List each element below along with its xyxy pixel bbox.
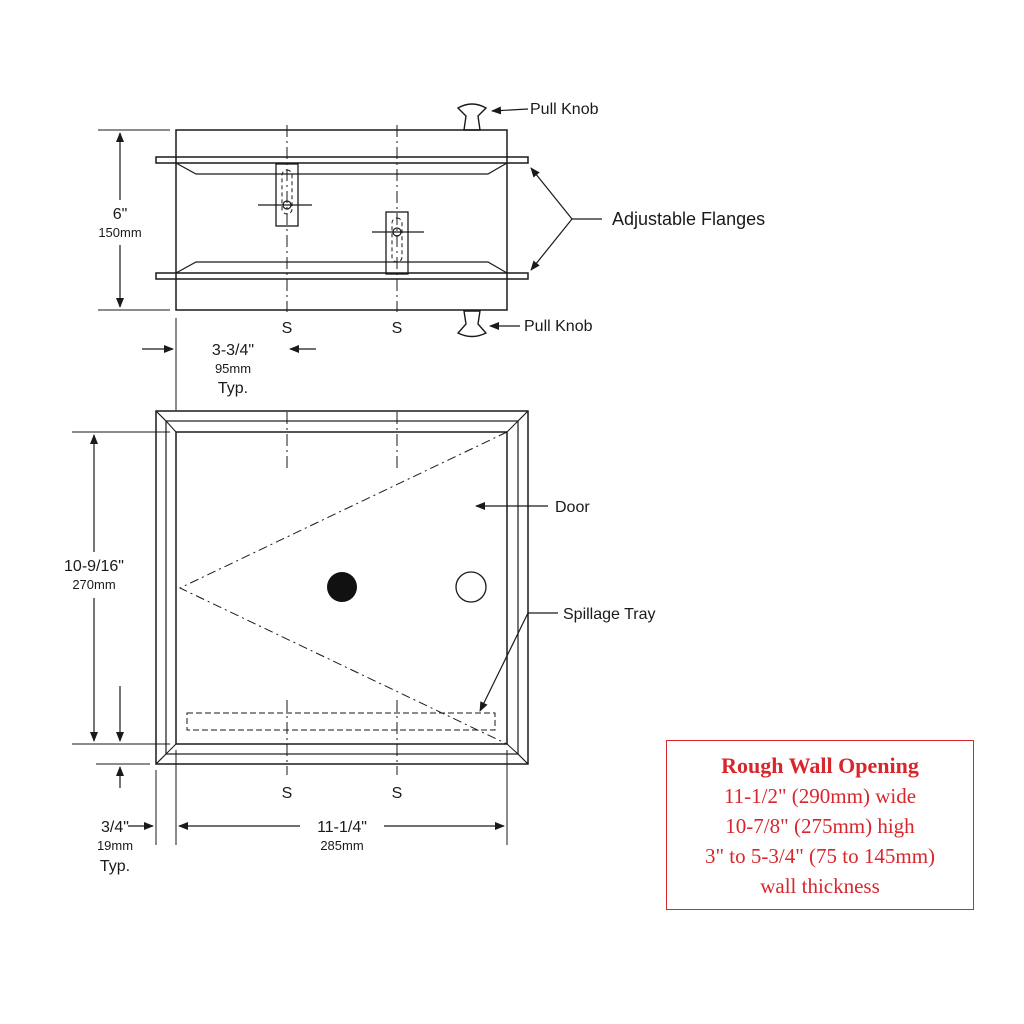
adjustable-flanges-label: Adjustable Flanges: [612, 209, 765, 229]
door-swing-indicator: [178, 431, 508, 745]
height-dimension: 10-9/16" 270mm: [64, 431, 170, 745]
latch-bracket-right: [372, 211, 424, 275]
width-imperial: 11-1/4": [317, 819, 367, 836]
height-metric: 270mm: [72, 577, 115, 592]
offset-metric: 95mm: [215, 361, 251, 376]
offset-note: Typ.: [218, 380, 248, 397]
pull-knob-bottom-icon: [456, 310, 488, 338]
rough-opening-title: Rough Wall Opening: [721, 753, 919, 778]
latch-bracket-left: [258, 163, 312, 227]
rough-opening-thickness-note: wall thickness: [760, 874, 880, 898]
depth-metric: 150mm: [98, 225, 141, 240]
knob-hole-icon: [455, 571, 487, 603]
outer-frame: [155, 410, 529, 765]
s-marker: S: [282, 785, 293, 802]
s-marker: S: [282, 320, 293, 337]
s-marker: S: [392, 785, 403, 802]
width-metric: 285mm: [320, 838, 363, 853]
offset-imperial: 3-3/4": [212, 342, 254, 359]
offset-dimension: 3-3/4" 95mm Typ.: [142, 318, 316, 410]
rough-wall-opening-box: Rough Wall Opening 11-1/2" (290mm) wide …: [666, 740, 974, 910]
width-dimension: 11-1/4" 285mm: [175, 750, 508, 853]
top-view-body: [175, 129, 508, 311]
spillage-tray-label: Spillage Tray: [563, 606, 656, 623]
pull-knob-top-label: Pull Knob: [530, 101, 599, 118]
adjustable-flange-top: [155, 156, 529, 175]
door-panel: [175, 431, 508, 745]
flange-dimension: 3/4" 19mm Typ.: [96, 686, 157, 875]
height-imperial: 10-9/16": [64, 558, 124, 575]
spillage-tray: [186, 712, 496, 731]
flange-note: Typ.: [100, 858, 130, 875]
flange-metric: 19mm: [97, 838, 133, 853]
rough-opening-height: 10-7/8" (275mm) high: [725, 814, 915, 838]
pull-knob-bottom-label: Pull Knob: [524, 318, 593, 335]
depth-imperial: 6": [113, 206, 128, 223]
top-view: 6" 150mm Pull Knob Pull Knob Adjustable …: [98, 101, 765, 338]
door-label: Door: [555, 499, 590, 516]
front-view: S S Door Spillage Tray: [155, 410, 656, 802]
lock-icon: [327, 572, 357, 602]
rough-opening-thickness: 3" to 5-3/4" (75 to 145mm): [704, 844, 936, 868]
adjustable-flange-bottom: [155, 261, 529, 280]
flange-imperial: 3/4": [101, 819, 129, 836]
pull-knob-top-icon: [456, 103, 488, 131]
s-marker: S: [392, 320, 403, 337]
rough-opening-width: 11-1/2" (290mm) wide: [723, 784, 917, 808]
